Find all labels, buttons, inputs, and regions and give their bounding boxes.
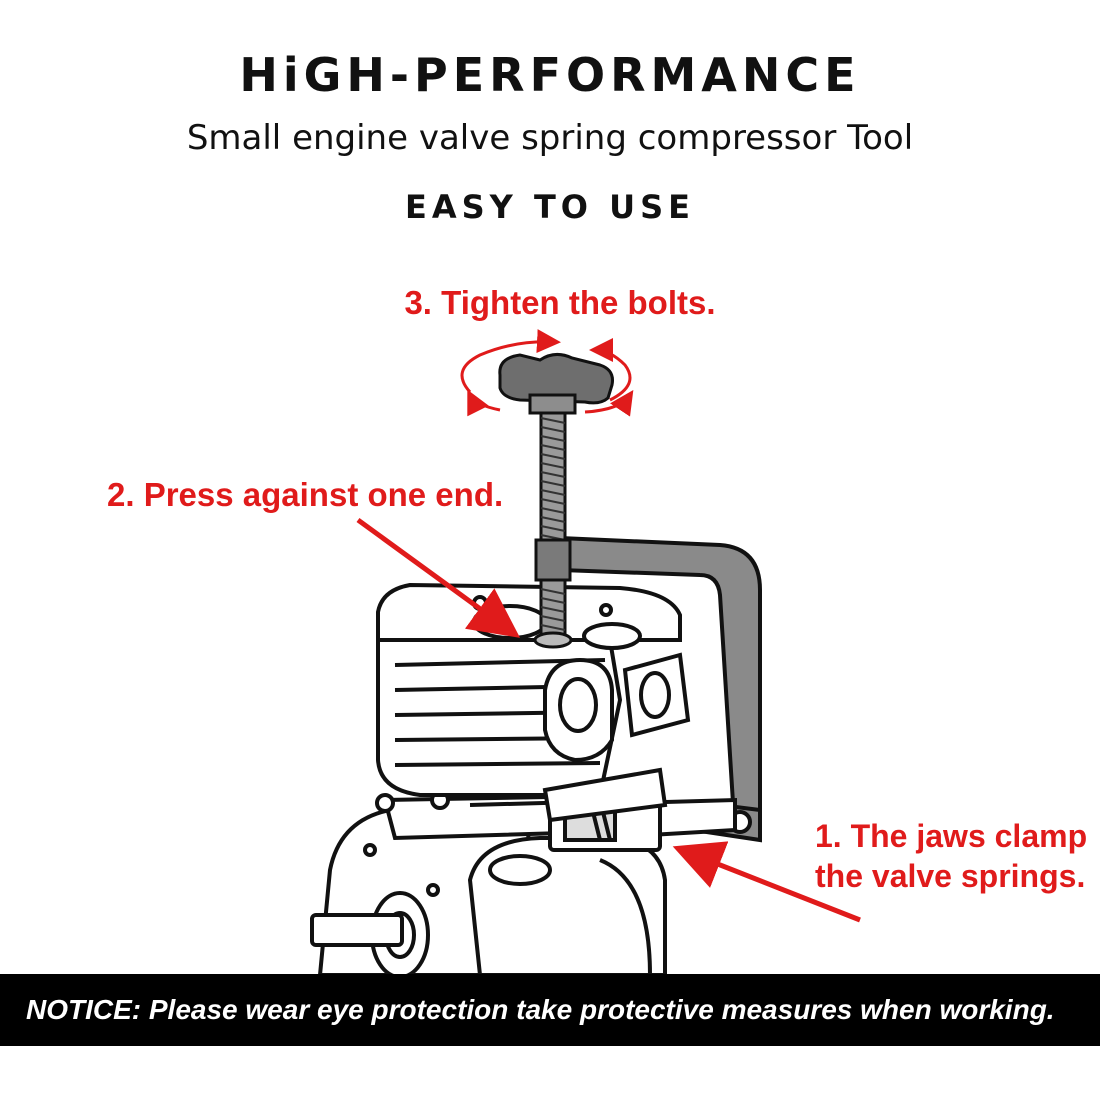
notice-bar: NOTICE: Please wear eye protection take … bbox=[0, 974, 1100, 1046]
step2-label: 2. Press against one end. bbox=[107, 476, 504, 513]
compressor-jaw-arm bbox=[542, 767, 737, 852]
tagline: EASY TO USE bbox=[404, 188, 696, 226]
step1-line1: 1. The jaws clamp bbox=[815, 818, 1088, 854]
t-handle-knob bbox=[498, 353, 614, 415]
rotation-arrows bbox=[460, 329, 634, 417]
compressor-screw bbox=[533, 403, 573, 649]
cylinder-head bbox=[376, 582, 691, 797]
step1-label: 1. The jaws clamp the valve springs. bbox=[815, 816, 1100, 896]
step1-line2: the valve springs. bbox=[815, 858, 1086, 894]
subtitle: Small engine valve spring compressor Too… bbox=[186, 118, 914, 158]
notice-text: NOTICE: Please wear eye protection take … bbox=[26, 994, 1055, 1025]
step2-arrow bbox=[356, 517, 521, 638]
step3-label: 3. Tighten the bolts. bbox=[404, 284, 716, 321]
headline: HiGH-PERFORMANCE bbox=[239, 48, 861, 102]
engine-crankcase bbox=[310, 797, 667, 979]
step1-arrow bbox=[672, 841, 861, 923]
